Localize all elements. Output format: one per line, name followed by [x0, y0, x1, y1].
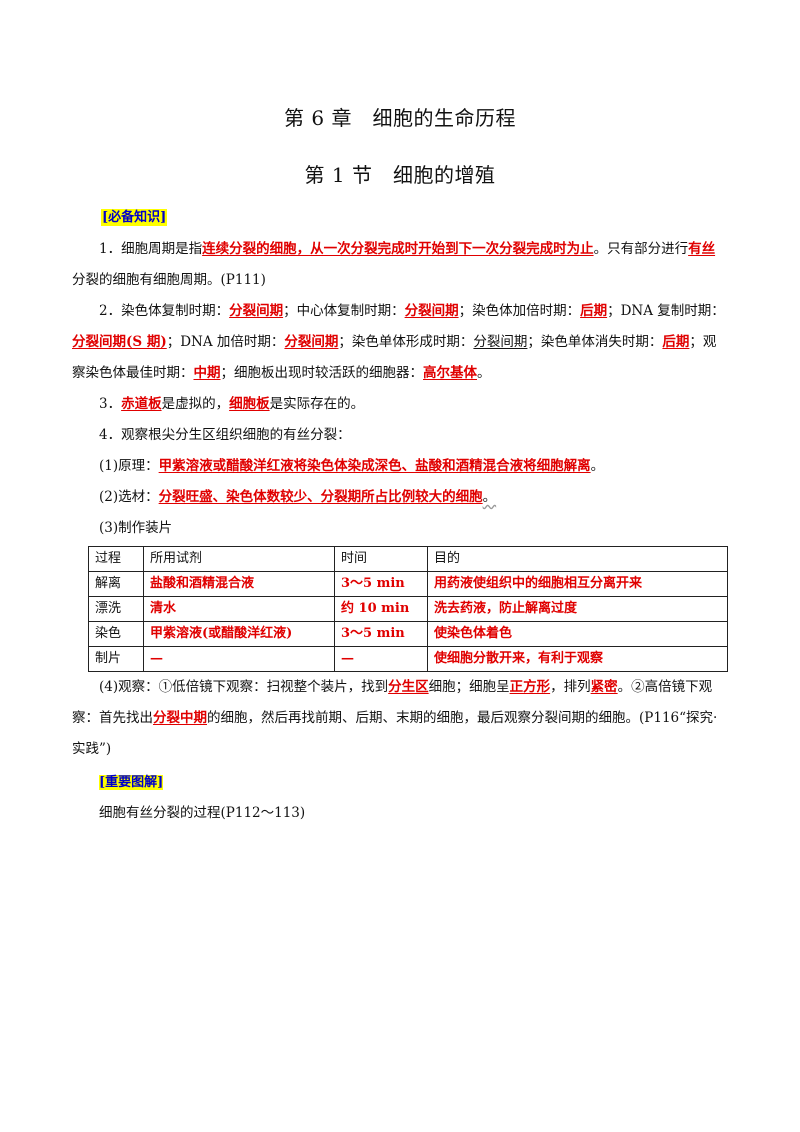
table-cell: — — [334, 646, 428, 672]
chapter-title: 第 6 章 细胞的生命历程 — [284, 106, 516, 130]
paragraph-phases: 2．染色体复制时期：分裂间期；中心体复制时期：分裂间期；染色体加倍时期：后期；D… — [72, 296, 728, 389]
text: 的细胞，然后再找前期、后期、末期的细胞，最后观察分裂间期的细胞。(P116“探究… — [72, 710, 718, 757]
answer-text: 分裂间期 — [229, 303, 284, 319]
paragraph-observation-intro: 4．观察根尖分生区组织细胞的有丝分裂： — [99, 427, 351, 443]
table-cell: 漂洗 — [88, 596, 144, 622]
answer-text: 分生区 — [388, 679, 429, 695]
text: (2)选材： — [99, 489, 159, 505]
table-cell: 解离 — [88, 571, 144, 597]
answer-text: 分裂间期(S 期) — [72, 334, 167, 350]
table-cell: 3～5 min — [334, 571, 428, 597]
answer-text: 后期 — [662, 334, 690, 350]
answer-text: 有丝 — [688, 241, 716, 257]
paragraph-cell-cycle: 1．细胞周期是指连续分裂的细胞，从一次分裂完成时开始到下一次分裂完成时为止。只有… — [72, 234, 728, 296]
answer-text: 后期 — [580, 303, 608, 319]
text: 细胞；细胞呈 — [428, 679, 510, 695]
table-cell: 染色 — [88, 621, 144, 647]
table-cell: 洗去药液，防止解离过度 — [427, 596, 728, 622]
text: 2．染色体复制时期： — [99, 303, 230, 319]
section-title: 第 1 节 细胞的增殖 — [304, 163, 496, 187]
answer-text: 甲紫溶液或醋酸洋红液将染色体染成深色、盐酸和酒精混合液将细胞解离 — [158, 458, 591, 474]
text: ，排列 — [550, 679, 591, 695]
table-header-cell: 时间 — [334, 546, 428, 572]
answer-text: 正方形 — [509, 679, 551, 695]
answer-text: 紧密 — [590, 679, 618, 695]
table-cell: 清水 — [143, 596, 335, 622]
table-cell: 使细胞分散开来，有利于观察 — [427, 646, 728, 672]
paragraph-principle: (1)原理：甲紫溶液或醋酸洋红液将染色体染成深色、盐酸和酒精混合液将细胞解离。 — [72, 451, 728, 482]
label-important-diagram: [重要图解] — [99, 775, 164, 790]
answer-text: 分裂旺盛、染色体数较少、分裂期所占比例较大的细胞 — [158, 489, 483, 505]
table-cell: 用药液使组织中的细胞相互分离开来 — [427, 571, 728, 597]
label-row: [重要图解] — [72, 767, 728, 798]
text: ；染色单体形成时期： — [338, 334, 474, 350]
text: 1．细胞周期是指 — [99, 241, 203, 257]
text: 是实际存在的。 — [269, 396, 365, 412]
paragraph-microscope-observation: (4)观察：①低倍镜下观察：扫视整个装片，找到分生区细胞；细胞呈正方形，排列紧密… — [72, 672, 728, 765]
table-cell: 制片 — [88, 646, 144, 672]
table-row: 染色 甲紫溶液(或醋酸洋红液) 3～5 min 使染色体着色 — [88, 621, 728, 647]
text: ；DNA 加倍时期： — [166, 334, 285, 350]
table-row: 解离 盐酸和酒精混合液 3～5 min 用药液使组织中的细胞相互分离开来 — [88, 571, 728, 597]
table-cell: 3～5 min — [334, 621, 428, 647]
table-row: 制片 — — 使细胞分散开来，有利于观察 — [88, 646, 728, 672]
table-row: 漂洗 清水 约 10 min 洗去药液，防止解离过度 — [88, 596, 728, 622]
label-essential-knowledge: [必备知识] — [101, 209, 168, 226]
paragraph-material: (2)选材：分裂旺盛、染色体数较少、分裂期所占比例较大的细胞。 — [72, 482, 728, 513]
text: 是虚拟的， — [161, 396, 230, 412]
text: ；DNA 复制时期： — [607, 303, 725, 319]
text: (1)原理： — [99, 458, 159, 474]
text: ；细胞板出现时较活跃的细胞器： — [220, 365, 424, 381]
answer-text: 细胞板 — [229, 396, 270, 412]
text: 。 — [477, 365, 491, 381]
text: ；染色单体消失时期： — [527, 334, 663, 350]
paragraph-plates: 3．赤道板是虚拟的，细胞板是实际存在的。 — [72, 389, 728, 420]
content-body: 1．细胞周期是指连续分裂的细胞，从一次分裂完成时开始到下一次分裂完成时为止。只有… — [72, 234, 728, 829]
table-cell: — — [143, 646, 335, 672]
paragraph-mitosis-process: 细胞有丝分裂的过程(P112～113) — [99, 805, 306, 821]
answer-text: 分裂间期 — [404, 303, 459, 319]
answer-text: 分裂间期 — [284, 334, 339, 350]
paragraph-slide-making: (3)制作装片 — [99, 520, 173, 536]
table-header-cell: 目的 — [427, 546, 728, 572]
answer-text: 赤道板 — [121, 396, 162, 412]
text: 。②高倍镜下观察：首先找出 — [72, 679, 713, 726]
answer-text: 高尔基体 — [423, 365, 477, 381]
table-header-row: 过程 所用试剂 时间 目的 — [88, 546, 728, 572]
text: 。只有部分进行 — [593, 241, 689, 257]
table-cell: 约 10 min — [334, 596, 428, 622]
answer-text: 中期 — [193, 365, 221, 381]
table-cell: 甲紫溶液(或醋酸洋红液) — [143, 621, 335, 647]
table-header-cell: 过程 — [88, 546, 144, 572]
table-cell: 使染色体着色 — [427, 621, 728, 647]
text: ；中心体复制时期： — [283, 303, 405, 319]
slide-procedure-table: 过程 所用试剂 时间 目的 解离 盐酸和酒精混合液 3～5 min 用药液使组织… — [88, 546, 728, 672]
text: 。 — [482, 489, 497, 505]
underlined-text: 分裂间期 — [473, 334, 528, 350]
text: (4)观察：①低倍镜下观察：扫视整个装片，找到 — [99, 679, 389, 695]
answer-text: 连续分裂的细胞，从一次分裂完成时开始到下一次分裂完成时为止 — [202, 241, 594, 257]
text: ；染色体加倍时期： — [458, 303, 581, 319]
table-cell: 盐酸和酒精混合液 — [143, 571, 335, 597]
text: ；观察染色体最佳时期： — [72, 334, 717, 381]
text: 分裂的细胞有细胞周期。(P111) — [72, 272, 266, 288]
text: 3． — [99, 396, 122, 412]
answer-text: 分裂中期 — [153, 710, 207, 726]
table-header-cell: 所用试剂 — [143, 546, 335, 572]
text: 。 — [590, 458, 605, 474]
